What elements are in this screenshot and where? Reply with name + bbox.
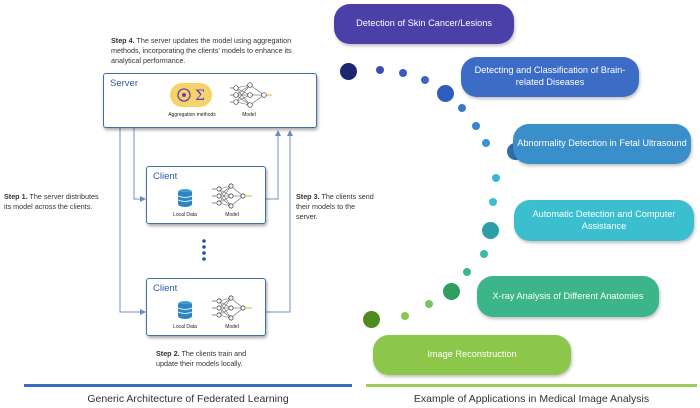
server-box: Server Σ Aggregation methods Model bbox=[103, 73, 317, 128]
arc-dot bbox=[489, 198, 497, 206]
step3-label: Step 3. bbox=[296, 192, 320, 201]
database-icon bbox=[177, 189, 193, 207]
arc-dot bbox=[480, 250, 488, 258]
arc-dot bbox=[421, 76, 429, 84]
client-box-bottom: Client Local Data Model bbox=[146, 278, 266, 336]
arc-dot bbox=[472, 122, 480, 130]
server-model-label: Model bbox=[242, 112, 256, 118]
right-section-rule bbox=[366, 384, 697, 387]
app-pill-fetal-ultrasound: Abnormality Detection in Fetal Ultrasoun… bbox=[513, 124, 691, 164]
ellipsis-icon bbox=[202, 239, 206, 261]
arc-dot bbox=[363, 311, 380, 328]
server-model-icon bbox=[230, 82, 272, 108]
step1-text: Step 1. The server distributes its model… bbox=[4, 192, 99, 212]
client-top-model-icon bbox=[212, 183, 252, 209]
client-bottom-model-label: Model bbox=[225, 324, 239, 330]
left-section-caption: Generic Architecture of Federated Learni… bbox=[87, 393, 289, 405]
arc-dot bbox=[437, 85, 454, 102]
app-pill-xray-analysis: X-ray Analysis of Different Anatomies bbox=[477, 276, 659, 317]
left-section-rule bbox=[24, 384, 352, 387]
app-pill-image-reconstruction: Image Reconstruction bbox=[373, 335, 571, 375]
client-top-data-label: Local Data bbox=[173, 212, 197, 218]
arc-dot bbox=[425, 300, 433, 308]
svg-text:Σ: Σ bbox=[195, 88, 205, 104]
step3-text: Step 3. The clients send their models to… bbox=[296, 192, 376, 223]
arc-dot bbox=[376, 66, 384, 74]
arc-dot bbox=[443, 283, 460, 300]
step1-description: The server distributes its model across … bbox=[4, 192, 99, 212]
arc-dot bbox=[340, 63, 357, 80]
arc-dot bbox=[401, 312, 409, 320]
client-box-top: Client Local Data Model bbox=[146, 166, 266, 224]
database-icon bbox=[177, 301, 193, 319]
arc-dot bbox=[482, 222, 499, 239]
client-bottom-data-label: Local Data bbox=[173, 324, 197, 330]
step2-text: Step 2. The clients train and update the… bbox=[156, 349, 268, 369]
step1-label: Step 1. bbox=[4, 192, 28, 201]
client-bottom-title: Client bbox=[153, 283, 178, 294]
client-top-model-label: Model bbox=[225, 212, 239, 218]
arc-dot bbox=[482, 139, 490, 147]
client-bottom-model-icon bbox=[212, 295, 252, 321]
step3-description: The clients send their models to the ser… bbox=[296, 192, 374, 222]
aggregation-icon: Σ bbox=[170, 83, 212, 107]
arc-dot bbox=[463, 268, 471, 276]
step2-description: The clients train and update their model… bbox=[156, 349, 247, 369]
client-top-title: Client bbox=[153, 171, 178, 182]
app-pill-skin-cancer: Detection of Skin Cancer/Lesions bbox=[334, 4, 514, 44]
step4-description: The server updates the model using aggre… bbox=[111, 36, 292, 66]
app-pill-automatic-detection: Automatic Detection and Computer Assista… bbox=[514, 200, 694, 241]
server-title: Server bbox=[110, 78, 138, 89]
step4-label: Step 4. bbox=[111, 36, 135, 45]
aggregation-label: Aggregation methods bbox=[168, 112, 216, 118]
arc-dot bbox=[492, 174, 500, 182]
app-pill-brain-diseases: Detecting and Classification of Brain-re… bbox=[461, 57, 639, 97]
arc-dot bbox=[399, 69, 407, 77]
step4-text: Step 4. The server updates the model usi… bbox=[111, 36, 321, 67]
arc-dot bbox=[458, 104, 466, 112]
right-section-caption: Example of Applications in Medical Image… bbox=[413, 393, 650, 405]
step2-label: Step 2. bbox=[156, 349, 180, 358]
